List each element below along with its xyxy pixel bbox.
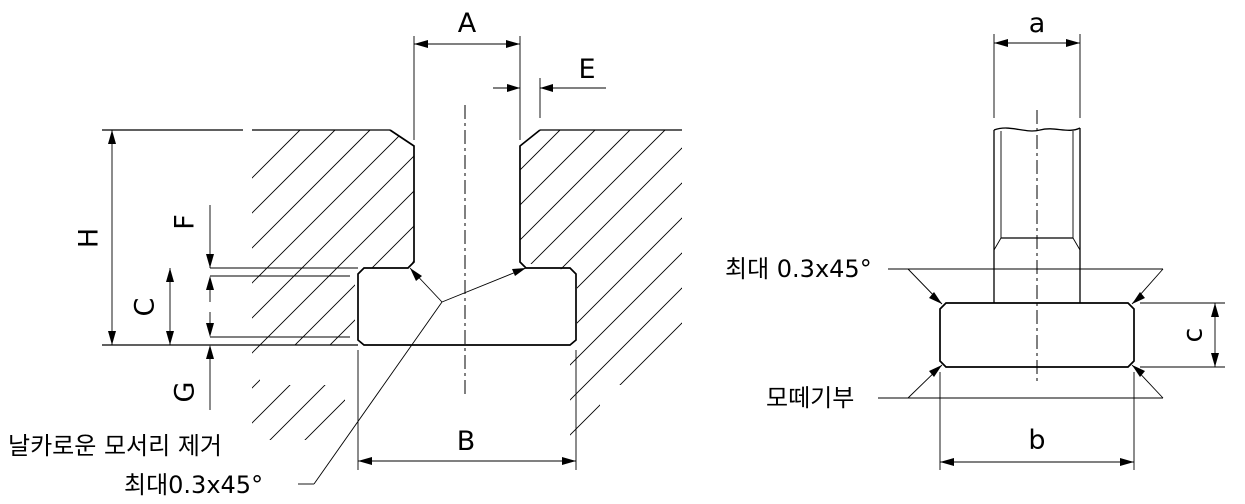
dim-g-label: G xyxy=(170,382,201,403)
dim-a-small-label: a xyxy=(1029,8,1046,39)
dim-a-label: A xyxy=(458,8,477,39)
chamfer-note-left: 최대0.3x45° xyxy=(124,471,263,499)
chamfer-note-right: 최대 0.3x45° xyxy=(725,255,872,283)
hatching-right xyxy=(520,130,682,440)
hatching-left xyxy=(252,130,414,440)
dim-e-label: E xyxy=(578,54,595,85)
dim-b-small-label: b xyxy=(1028,425,1045,456)
t-slot-section: A E H C F G B xyxy=(8,8,682,499)
dim-c-small-label: c xyxy=(1178,328,1209,343)
t-bolt-view: a b c 최대 0.3x45° 모떼기부 xyxy=(725,8,1225,470)
edge-break-note: 모떼기부 xyxy=(766,384,854,412)
dim-b-label: B xyxy=(457,426,476,457)
deburr-note: 날카로운 모서리 제거 xyxy=(8,432,222,460)
dim-h-label: H xyxy=(74,228,105,248)
dim-f-label: F xyxy=(170,214,201,230)
dim-c-label: C xyxy=(130,298,161,317)
